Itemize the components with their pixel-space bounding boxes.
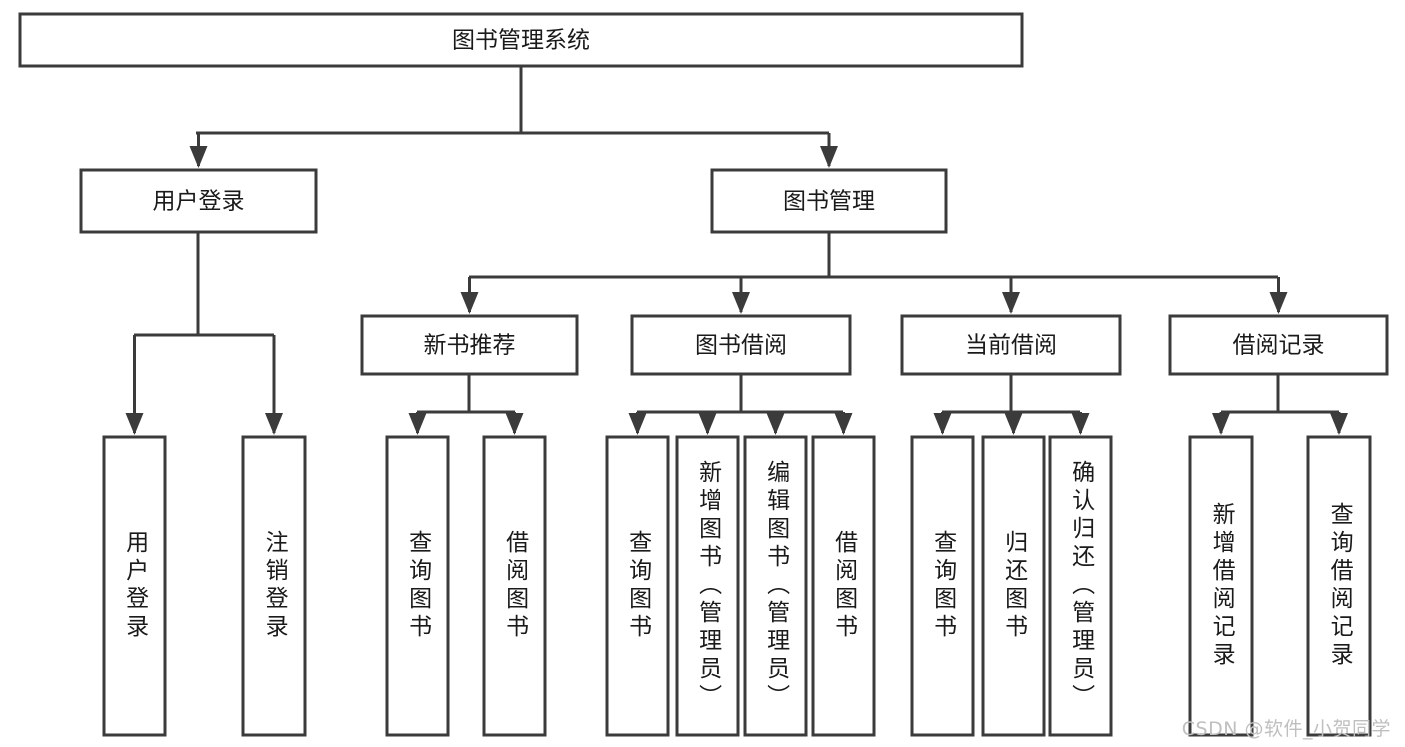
arrow-head-icon (505, 413, 524, 435)
node-box (360, 314, 579, 376)
arrow-head-icon (1071, 413, 1090, 435)
arrow-head-icon (1002, 292, 1020, 314)
arrow-head-icon (628, 413, 647, 435)
node-box (710, 168, 948, 234)
arrow-head-icon (408, 413, 427, 435)
node-box (241, 435, 307, 737)
arrow-head-icon (698, 413, 717, 435)
arrow-head-icon (1212, 413, 1230, 435)
node-box (1048, 435, 1113, 737)
node-book-manage[interactable]: 图书管理 (710, 168, 948, 234)
node-box (910, 435, 975, 737)
arrow-head-icon (265, 413, 283, 435)
node-label: 图书管理系统 (452, 28, 590, 54)
arrow-head-icon (766, 413, 785, 435)
node-new-book-recommend[interactable]: 新书推荐 (360, 314, 579, 376)
node-label: 图书管理 (783, 189, 875, 215)
node-box (605, 435, 670, 737)
arrow-head-icon (732, 292, 750, 314)
arrow-head-icon (189, 146, 208, 168)
node-current-borrow[interactable]: 当前借阅 (900, 314, 1122, 376)
node-label: 当前借阅 (965, 333, 1057, 359)
node-box (1188, 435, 1254, 737)
node-label: 新书推荐 (424, 333, 516, 359)
node-borrow-record[interactable]: 借阅记录 (1168, 314, 1389, 376)
arrow-head-icon (1269, 292, 1288, 314)
node-box (1306, 435, 1372, 737)
node-box (385, 435, 450, 737)
node-leaf-query-book-2[interactable] (605, 435, 670, 737)
arrow-head-icon (1330, 413, 1348, 435)
arrow-head-icon (834, 413, 853, 435)
watermark-credit: CSDN @软件_小贺同学 (1181, 718, 1391, 740)
node-box (102, 435, 167, 737)
node-leaf-user-login[interactable] (102, 435, 167, 737)
arrow-head-icon (1004, 413, 1023, 435)
node-leaf-add-record[interactable] (1188, 435, 1254, 737)
node-leaf-query-record[interactable] (1306, 435, 1372, 737)
node-leaf-borrow-book-1[interactable] (482, 435, 547, 737)
node-box (811, 435, 876, 737)
arrow-head-icon (125, 413, 144, 435)
node-box (18, 12, 1024, 68)
node-leaf-confirm-return[interactable] (1048, 435, 1113, 737)
node-box (630, 314, 852, 376)
arrow-head-icon (460, 292, 479, 314)
node-label: 图书借阅 (695, 333, 787, 359)
node-leaf-logout[interactable] (241, 435, 307, 737)
arrow-head-icon (820, 146, 838, 168)
node-leaf-return-book[interactable] (981, 435, 1046, 737)
node-box (675, 435, 740, 737)
node-user-login[interactable]: 用户登录 (79, 168, 318, 234)
node-leaf-edit-book[interactable] (743, 435, 808, 737)
node-label: 用户登录 (153, 189, 245, 215)
node-leaf-add-book[interactable] (675, 435, 740, 737)
node-label: 借阅记录 (1233, 333, 1325, 359)
node-box (900, 314, 1122, 376)
node-box (981, 435, 1046, 737)
node-box (79, 168, 318, 234)
node-leaf-borrow-book-2[interactable] (811, 435, 876, 737)
node-leaf-query-book-1[interactable] (385, 435, 450, 737)
node-leaf-query-book-3[interactable] (910, 435, 975, 737)
connector-layer (125, 66, 1348, 435)
arrow-head-icon (933, 413, 952, 435)
node-box (743, 435, 808, 737)
node-book-borrow[interactable]: 图书借阅 (630, 314, 852, 376)
node-root[interactable]: 图书管理系统 (18, 12, 1024, 68)
node-box (482, 435, 547, 737)
node-box (1168, 314, 1389, 376)
